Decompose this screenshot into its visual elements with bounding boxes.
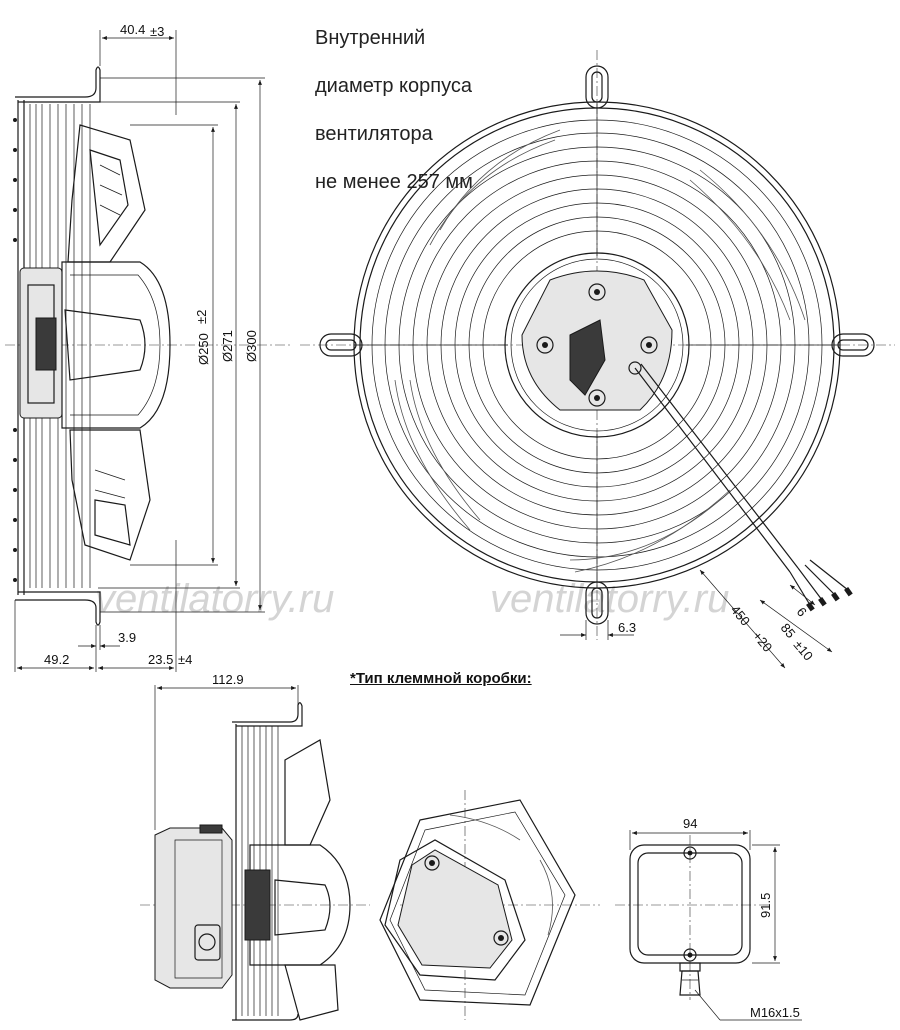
housing-diameter-note: Внутренний диаметр корпуса вентилятора н… bbox=[315, 2, 473, 218]
dim-d250: Ø250 bbox=[196, 333, 211, 365]
note-line-1: Внутренний bbox=[315, 27, 426, 49]
dim-49-2: 49.2 bbox=[44, 652, 69, 667]
dim-3-9: 3.9 bbox=[118, 630, 136, 645]
fan-front-view bbox=[300, 50, 895, 640]
watermark-left: ventilatorry.ru bbox=[95, 577, 334, 621]
dim-d300: Ø300 bbox=[244, 330, 259, 362]
terminal-box-title: *Тип клеммной коробки: bbox=[350, 670, 532, 687]
note-line-2: диаметр корпуса bbox=[315, 75, 472, 97]
dim-m16: M16x1.5 bbox=[750, 1005, 800, 1020]
dim-d271: Ø271 bbox=[220, 330, 235, 362]
dim-d250-tol: ±2 bbox=[194, 310, 209, 324]
dim-23-5: 23.5 bbox=[148, 652, 173, 667]
dim-40-4: 40.4 bbox=[120, 22, 145, 37]
dim-6-3: 6.3 bbox=[618, 620, 636, 635]
note-line-3: вентилятора bbox=[315, 123, 433, 145]
dim-6: 6 bbox=[794, 604, 810, 619]
fan-side-view bbox=[5, 66, 290, 626]
dim-40-4-tol: ±3 bbox=[150, 24, 164, 39]
dim-112-9: 112.9 bbox=[212, 672, 244, 687]
fan-side-view-with-box: 112.9 bbox=[140, 672, 370, 1021]
watermark-right: ventilatorry.ru bbox=[490, 577, 729, 621]
terminal-box-front-view: 94 91.5 M16x1.5 bbox=[615, 816, 802, 1021]
dim-85-tol: ±10 bbox=[791, 637, 816, 663]
dim-85: 85 bbox=[778, 620, 799, 641]
dim-23-5-tol: ±4 bbox=[178, 652, 192, 667]
note-line-4: не менее 257 мм bbox=[315, 171, 473, 193]
side-view-dimensions: 40.4 ±3 Ø250 ±2 Ø271 Ø300 3.9 49.2 23.5 … bbox=[14, 22, 265, 672]
dim-91-5: 91.5 bbox=[758, 893, 773, 918]
dim-94: 94 bbox=[683, 816, 697, 831]
terminal-box-angled-view bbox=[379, 790, 600, 1020]
